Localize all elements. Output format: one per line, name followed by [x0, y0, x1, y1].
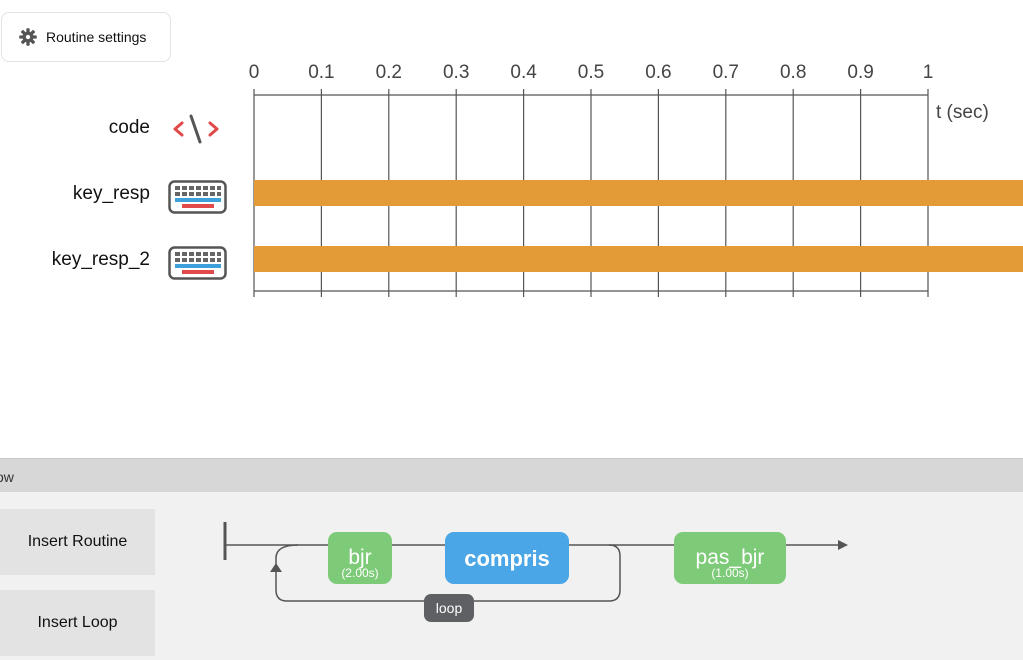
timeline-tick-label: 0: [249, 62, 260, 83]
loop-label[interactable]: loop: [424, 594, 474, 622]
component-bar-key-resp: [254, 180, 1023, 206]
routine-settings-button[interactable]: Routine settings: [1, 12, 171, 62]
timeline-tick-label: 0.2: [376, 62, 402, 83]
insert-routine-label: Insert Routine: [27, 533, 128, 550]
component-bar-key-resp-2: [254, 246, 1023, 272]
routine-timeline: 0 0.1 0.2 0.3 0.4 0.5 0.6 0.7 0.8 0.9 1t (sec): [249, 62, 1023, 297]
component-label-code[interactable]: code: [108, 117, 150, 138]
flow-arrow-head: [838, 540, 848, 550]
insert-loop-label: Insert Loop: [37, 614, 118, 631]
flow-panel-title: ow: [0, 469, 14, 485]
loop-path-return: [275, 544, 299, 572]
routine-pas-bjr-duration: (1.00s): [711, 566, 749, 580]
component-label-key-resp[interactable]: key_resp: [72, 183, 150, 204]
insert-routine-button[interactable]: Insert Routine: [0, 509, 155, 575]
routine-bjr[interactable]: bjr (2.00s): [328, 532, 392, 584]
routine-settings-label: Routine settings: [46, 29, 147, 45]
timeline-axis-label: t (sec): [936, 102, 989, 123]
timeline-tick-label: 0.7: [713, 62, 739, 83]
routine-pas-bjr[interactable]: pas_bjr (1.00s): [674, 532, 786, 584]
routine-pas-bjr-name: pas_bjr: [695, 546, 765, 569]
timeline-tick-label: 0.4: [510, 62, 537, 83]
loop-name: loop: [435, 600, 463, 616]
keyboard-icon[interactable]: [168, 246, 228, 280]
loop-path: [275, 544, 621, 602]
routine-compris-name: compris: [464, 546, 550, 571]
timeline-tick-label: 0.8: [780, 62, 806, 83]
timeline-tick-label: 1: [923, 62, 934, 83]
timeline-tick-label: 0.9: [847, 62, 873, 83]
timeline-tick-label: 0.1: [308, 62, 334, 83]
timeline-tick-label: 0.5: [578, 62, 604, 83]
flow-panel-header: ow: [0, 458, 1023, 492]
gear-icon: [19, 28, 37, 46]
routine-compris[interactable]: compris: [445, 532, 569, 584]
keyboard-icon[interactable]: [168, 180, 228, 214]
routine-bjr-name: bjr: [348, 546, 372, 569]
timeline-tick-label: 0.6: [645, 62, 671, 83]
routine-bjr-duration: (2.00s): [341, 566, 379, 580]
timeline-tick-label: 0.3: [443, 62, 469, 83]
loop-arrow-head: [270, 563, 282, 572]
code-icon[interactable]: [172, 112, 222, 146]
component-label-key-resp-2[interactable]: key_resp_2: [51, 249, 150, 270]
insert-loop-button[interactable]: Insert Loop: [0, 590, 155, 656]
